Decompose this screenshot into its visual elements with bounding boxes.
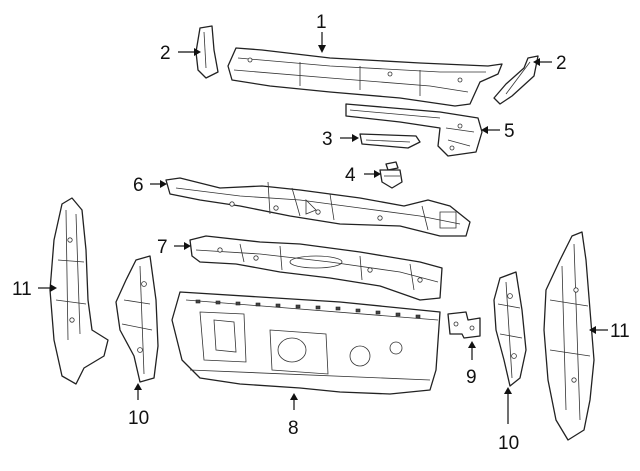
part-11-right-a-pillar[interactable] (543, 231, 595, 441)
callout-5: 5 (504, 121, 515, 142)
leader-lines (38, 32, 608, 424)
callout-2-right: 2 (556, 53, 567, 74)
part-3-plate[interactable] (359, 133, 421, 149)
callout-9: 9 (466, 367, 477, 388)
callout-4: 4 (345, 165, 356, 186)
callout-10-right: 10 (498, 433, 519, 454)
callout-2-left: 2 (160, 43, 171, 64)
part-8-lower-dash[interactable] (171, 291, 441, 395)
callout-11-right: 11 (610, 321, 630, 342)
callout-8: 8 (288, 418, 299, 439)
part-6-cross-member[interactable] (165, 177, 471, 237)
part-11-left-a-pillar[interactable] (49, 197, 109, 385)
part-4-fastener[interactable] (379, 161, 403, 189)
callout-6: 6 (133, 175, 144, 196)
part-2-left-bracket[interactable] (195, 25, 219, 79)
callout-11-left: 11 (12, 279, 32, 300)
part-10-left-pillar[interactable] (115, 255, 159, 383)
part-1-cowl-panel[interactable] (227, 47, 503, 107)
callout-10-left: 10 (128, 408, 149, 429)
part-9-bracket[interactable] (447, 311, 481, 339)
callout-7: 7 (157, 237, 168, 258)
part-7-upper-dash[interactable] (189, 235, 443, 301)
callout-1: 1 (316, 12, 327, 33)
part-5-reinforcement[interactable] (345, 103, 483, 157)
part-10-right-pillar[interactable] (493, 271, 527, 387)
callout-3: 3 (322, 129, 333, 150)
part-2-right-bracket[interactable] (493, 55, 539, 105)
callout-labels: 1 2 2 3 4 5 6 7 8 9 10 10 11 11 (12, 12, 630, 454)
